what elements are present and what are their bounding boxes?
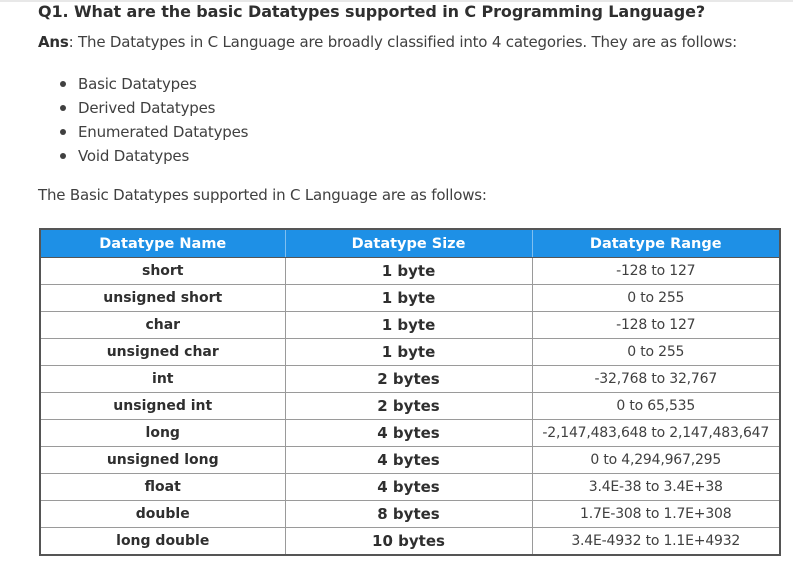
table-row: double 8 bytes 1.7E-308 to 1.7E+308 <box>39 500 781 528</box>
category-label: Derived Datatypes <box>78 99 216 117</box>
table-row: unsigned short 1 byte 0 to 255 <box>39 284 781 312</box>
category-label: Void Datatypes <box>78 147 190 165</box>
datatype-size-cell: 10 bytes <box>284 527 533 556</box>
datatype-name-cell: int <box>39 365 286 393</box>
datatype-range-cell: -2,147,483,648 to 2,147,483,647 <box>531 419 781 447</box>
table-row: unsigned int 2 bytes 0 to 65,535 <box>39 392 781 420</box>
table-row: long 4 bytes -2,147,483,648 to 2,147,483… <box>39 419 781 447</box>
datatype-table: Datatype Name Datatype Size Datatype Ran… <box>39 228 781 556</box>
bullet-icon <box>60 105 66 111</box>
datatype-size-cell: 4 bytes <box>284 419 533 447</box>
header-datatype-size: Datatype Size <box>284 228 533 258</box>
table-row: int 2 bytes -32,768 to 32,767 <box>39 365 781 393</box>
category-label: Basic Datatypes <box>78 75 197 93</box>
datatype-size-cell: 2 bytes <box>284 392 533 420</box>
datatype-size-cell: 4 bytes <box>284 446 533 474</box>
datatype-range-cell: -128 to 127 <box>531 257 781 285</box>
table-row: char 1 byte -128 to 127 <box>39 311 781 339</box>
datatype-range-cell: 3.4E-38 to 3.4E+38 <box>531 473 781 501</box>
datatype-size-cell: 1 byte <box>284 284 533 312</box>
bullet-icon <box>60 129 66 135</box>
datatype-range-cell: 0 to 4,294,967,295 <box>531 446 781 474</box>
table-row: unsigned long 4 bytes 0 to 4,294,967,295 <box>39 446 781 474</box>
answer-text: : The Datatypes in C Language are broadl… <box>68 33 738 51</box>
bullet-icon <box>60 153 66 159</box>
datatype-name-cell: float <box>39 473 286 501</box>
question-heading: Q1. What are the basic Datatypes support… <box>38 2 706 21</box>
datatype-name-cell: unsigned short <box>39 284 286 312</box>
datatype-name-cell: short <box>39 257 286 285</box>
datatype-name-cell: unsigned long <box>39 446 286 474</box>
datatype-range-cell: 0 to 255 <box>531 338 781 366</box>
datatype-size-cell: 1 byte <box>284 257 533 285</box>
datatype-name-cell: double <box>39 500 286 528</box>
datatype-name-cell: long <box>39 419 286 447</box>
datatype-range-cell: 0 to 65,535 <box>531 392 781 420</box>
table-row: unsigned char 1 byte 0 to 255 <box>39 338 781 366</box>
datatype-name-cell: char <box>39 311 286 339</box>
datatype-range-cell: -32,768 to 32,767 <box>531 365 781 393</box>
table-row: short 1 byte -128 to 127 <box>39 257 781 285</box>
list-item: Void Datatypes <box>58 144 248 168</box>
datatype-range-cell: 1.7E-308 to 1.7E+308 <box>531 500 781 528</box>
intro-text: The Basic Datatypes supported in C Langu… <box>38 186 487 204</box>
table-row: long double 10 bytes 3.4E-4932 to 1.1E+4… <box>39 527 781 556</box>
datatype-size-cell: 1 byte <box>284 338 533 366</box>
category-list: Basic Datatypes Derived Datatypes Enumer… <box>58 72 248 168</box>
datatype-size-cell: 2 bytes <box>284 365 533 393</box>
datatype-size-cell: 1 byte <box>284 311 533 339</box>
datatype-size-cell: 4 bytes <box>284 473 533 501</box>
answer-label: Ans <box>38 33 69 51</box>
datatype-name-cell: unsigned int <box>39 392 286 420</box>
datatype-size-cell: 8 bytes <box>284 500 533 528</box>
list-item: Basic Datatypes <box>58 72 248 96</box>
datatype-range-cell: 0 to 255 <box>531 284 781 312</box>
datatype-range-cell: 3.4E-4932 to 1.1E+4932 <box>531 527 781 556</box>
category-label: Enumerated Datatypes <box>78 123 249 141</box>
answer-paragraph: Ans: The Datatypes in C Language are bro… <box>38 33 737 51</box>
datatype-name-cell: unsigned char <box>39 338 286 366</box>
top-divider <box>0 0 793 2</box>
table-header-row: Datatype Name Datatype Size Datatype Ran… <box>39 228 781 258</box>
datatype-name-cell: long double <box>39 527 286 556</box>
header-datatype-name: Datatype Name <box>39 228 286 258</box>
table-row: float 4 bytes 3.4E-38 to 3.4E+38 <box>39 473 781 501</box>
list-item: Enumerated Datatypes <box>58 120 248 144</box>
datatype-range-cell: -128 to 127 <box>531 311 781 339</box>
header-datatype-range: Datatype Range <box>531 228 781 258</box>
bullet-icon <box>60 81 66 87</box>
list-item: Derived Datatypes <box>58 96 248 120</box>
